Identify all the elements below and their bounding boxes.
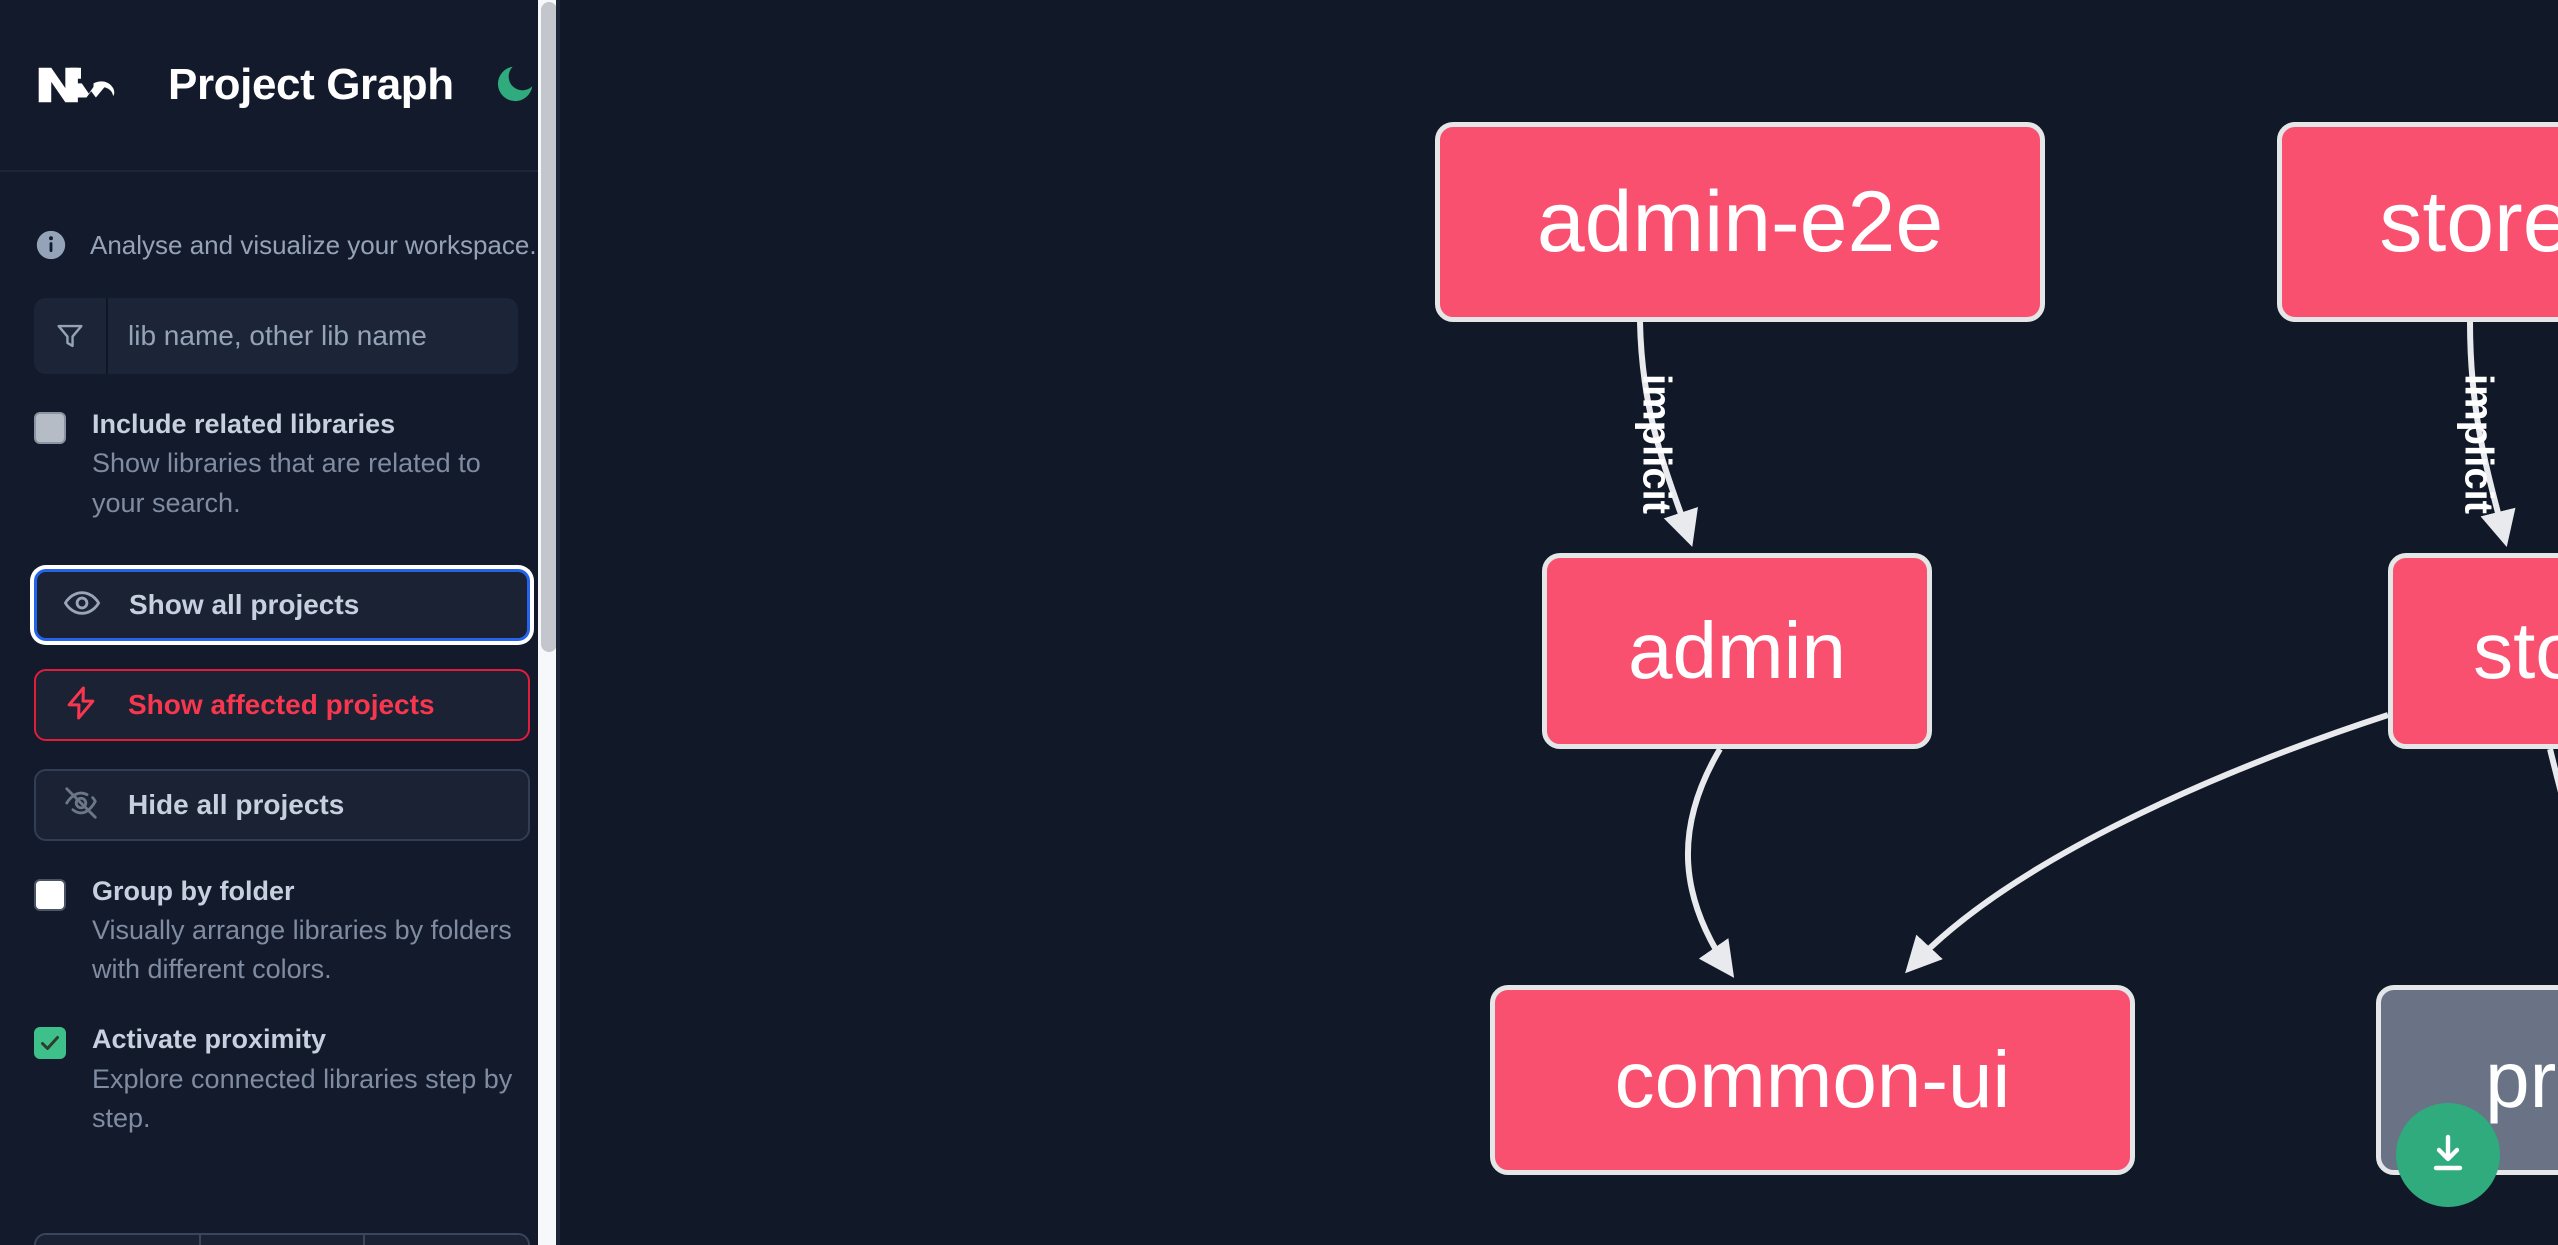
moon-icon <box>492 61 538 110</box>
include-related-libraries-checkbox[interactable] <box>34 412 66 444</box>
eye-icon <box>63 584 101 625</box>
bottom-tab-group[interactable] <box>34 1233 530 1245</box>
edge-label-implicit-admin: implicit <box>1634 374 1678 514</box>
sidebar-body: Include related libraries Show libraries… <box>0 298 552 1138</box>
node-label: products <box>2485 1035 2558 1124</box>
lightning-icon <box>62 684 100 725</box>
group-by-folder-checkbox[interactable] <box>34 878 66 911</box>
bottom-tab-3[interactable] <box>365 1235 528 1245</box>
page-title: Project Graph <box>168 60 454 109</box>
sidebar-scrollbar-thumb[interactable] <box>541 2 557 652</box>
search-input[interactable] <box>108 298 518 374</box>
sidebar-divider <box>556 0 560 1245</box>
info-icon <box>34 228 68 262</box>
edge-store-to-common-ui <box>1905 712 2389 974</box>
hide-all-projects-label: Hide all projects <box>128 788 345 820</box>
filter-icon <box>34 298 108 374</box>
node-label: store <box>2473 606 2558 695</box>
edge-admin-e2e-to-admin <box>1637 321 1698 547</box>
tagline-text: Analyse and visualize your workspace. <box>90 229 537 260</box>
option-description: Show libraries that are related to your … <box>92 448 481 518</box>
graph-node-common-ui[interactable]: common-ui <box>1490 985 2135 1175</box>
node-label: common-ui <box>1614 1035 2011 1124</box>
option-description: Explore connected libraries step by step… <box>92 1063 513 1134</box>
graph-node-store[interactable]: store <box>2388 553 2558 749</box>
theme-toggle-button[interactable] <box>492 59 538 111</box>
show-all-projects-label: Show all projects <box>129 588 360 620</box>
option-activate-proximity[interactable]: Activate proximity Explore connected lib… <box>34 1021 518 1138</box>
bottom-tab-1[interactable] <box>36 1235 201 1245</box>
action-button-group: Show all projects Show affected projects <box>34 568 530 841</box>
node-label: admin <box>1628 606 1846 695</box>
tagline: Analyse and visualize your workspace. <box>0 172 552 278</box>
edge-store-e2e-to-store <box>2467 321 2516 547</box>
sidebar-scrollbar[interactable] <box>538 0 560 1245</box>
option-include-related-libraries[interactable]: Include related libraries Show libraries… <box>34 406 518 523</box>
node-label: admin-e2e <box>1536 173 1944 270</box>
sidebar-header: Project Graph <box>0 0 552 172</box>
show-all-projects-button[interactable]: Show all projects <box>34 568 530 641</box>
edge-store-to-products <box>2547 748 2558 793</box>
activate-proximity-checkbox[interactable] <box>34 1027 66 1060</box>
show-affected-projects-button[interactable]: Show affected projects <box>34 668 530 741</box>
node-label: store-e2e <box>2379 173 2558 270</box>
nx-logo <box>34 53 128 117</box>
edge-admin-to-common-ui <box>1684 747 1735 978</box>
option-label: Activate proximity <box>92 1024 327 1055</box>
option-group-by-folder[interactable]: Group by folder Visually arrange librari… <box>34 873 518 990</box>
eye-off-icon <box>62 784 100 825</box>
edge-labels: implicit implicit <box>1634 374 2500 514</box>
download-icon <box>2424 1130 2472 1181</box>
search-field[interactable] <box>34 298 518 374</box>
bottom-tab-2[interactable] <box>200 1235 366 1245</box>
option-description: Visually arrange libraries by folders wi… <box>92 915 512 985</box>
hide-all-projects-button[interactable]: Hide all projects <box>34 768 530 841</box>
graph-canvas[interactable]: implicit implicit admin-e2e store-e2e ad… <box>560 0 2558 1245</box>
graph-node-admin-e2e[interactable]: admin-e2e <box>1435 122 2045 322</box>
graph-node-store-e2e[interactable]: store-e2e <box>2277 122 2558 322</box>
graph-edges: implicit implicit <box>1634 321 2558 978</box>
graph-node-admin[interactable]: admin <box>1542 553 1932 749</box>
download-graph-button[interactable] <box>2396 1103 2500 1207</box>
sidebar: Project Graph Ana <box>0 0 560 1245</box>
option-label: Group by folder <box>92 875 295 906</box>
show-affected-projects-label: Show affected projects <box>128 688 435 720</box>
option-label: Include related libraries <box>92 409 396 439</box>
edge-label-implicit-store: implicit <box>2456 374 2500 514</box>
